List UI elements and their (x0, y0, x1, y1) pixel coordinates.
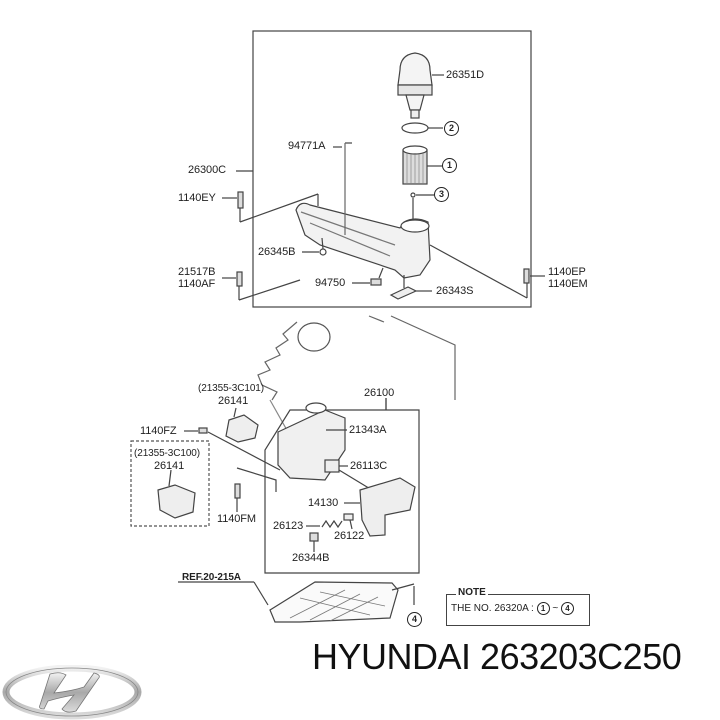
label-26345b: 26345B (258, 246, 296, 258)
circled-number-1: 1 (442, 158, 457, 173)
note-title: NOTE (456, 587, 488, 598)
note-text: THE NO. 26320A : 1 ~ 4 (451, 602, 575, 615)
label-21355-3c101: (21355-3C101) (198, 383, 264, 394)
label-26123: 26123 (273, 520, 304, 532)
label-94771a: 94771A (288, 140, 326, 152)
circled-number-4: 4 (407, 612, 422, 627)
ref-label: REF.20-215A (182, 572, 241, 583)
label-1140em: 1140EM (548, 278, 588, 290)
note-range-sep: ~ (552, 603, 559, 615)
label-1140fm: 1140FM (217, 513, 256, 525)
label-26351d: 26351D (446, 69, 484, 81)
label-1140af: 1140AF (178, 278, 216, 290)
label-1140ey: 1140EY (178, 192, 216, 204)
hyundai-logo-icon (2, 665, 142, 720)
label-26100: 26100 (364, 387, 395, 399)
label-26122: 26122 (334, 530, 365, 542)
label-14130: 14130 (308, 497, 339, 509)
label-26344b: 26344B (292, 552, 330, 564)
note-range-start: 1 (536, 602, 550, 615)
label-1140ep: 1140EP (548, 266, 586, 278)
label-21355-3c100: (21355-3C100) (134, 448, 200, 459)
label-94750: 94750 (315, 277, 346, 289)
label-26300c: 26300C (188, 164, 226, 176)
label-26141-lower: 26141 (154, 460, 185, 472)
label-21517b: 21517B (178, 266, 216, 278)
label-1140fz: 1140FZ (140, 425, 177, 437)
part-number: 263203C250 (480, 636, 682, 677)
product-title: HYUNDAI 263203C250 (312, 636, 682, 678)
label-26113c: 26113C (350, 460, 388, 472)
circled-number-2: 2 (444, 121, 459, 136)
label-26343s: 26343S (436, 285, 474, 297)
label-21343a: 21343A (349, 424, 387, 436)
note-text-prefix: THE NO. 26320A : (451, 603, 534, 615)
note-range-end: 4 (561, 602, 575, 615)
group-box-26300c (252, 30, 532, 308)
circled-number-3: 3 (434, 187, 449, 202)
label-26141-upper: 26141 (218, 395, 249, 407)
note-box (446, 594, 590, 626)
brand-name: HYUNDAI (312, 636, 471, 677)
